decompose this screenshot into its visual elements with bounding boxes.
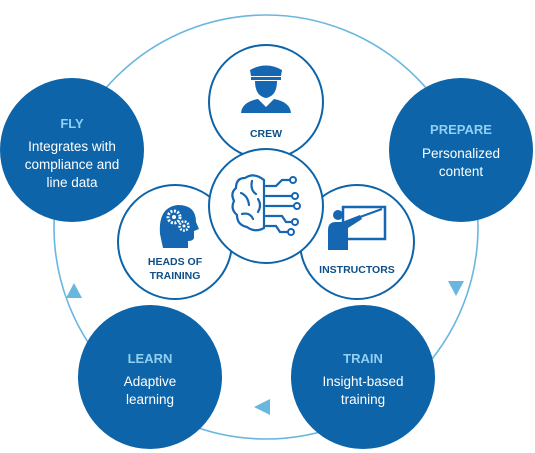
stage-fly: FLY Integrates with compliance and line …	[0, 78, 144, 222]
stage-train: TRAIN Insight-based training	[291, 305, 435, 449]
brain-circuit-icon	[231, 174, 296, 234]
ring-arrow-bottom	[254, 399, 270, 415]
brain-circuit-nodes	[287, 176, 301, 236]
stage-train-line-1: Insight-based	[322, 374, 403, 389]
stage-prepare: PREPARE Personalized content	[389, 78, 533, 222]
instructor-board-icon	[328, 205, 387, 250]
stage-fly-line-2: compliance and	[25, 157, 120, 172]
stage-train-line-2: training	[341, 392, 385, 407]
role-instructors-label: INSTRUCTORS	[319, 264, 395, 276]
role-heads-line-2: TRAINING	[150, 270, 201, 282]
stage-learn-line-1: Adaptive	[124, 374, 177, 389]
role-crew-circle	[208, 44, 324, 160]
stage-fly-line-1: Integrates with	[28, 139, 116, 154]
stage-prepare-title: PREPARE	[430, 122, 492, 137]
pilot-icon	[241, 65, 291, 113]
ring-arrow-right	[448, 281, 464, 296]
role-crew-label: CREW	[250, 128, 282, 140]
role-heads-line-1: HEADS OF	[148, 256, 203, 268]
stage-learn-circle	[78, 305, 222, 449]
stage-train-title: TRAIN	[343, 351, 383, 366]
stage-learn-line-2: learning	[126, 392, 174, 407]
stage-fly-title: FLY	[60, 116, 84, 131]
stage-train-circle	[291, 305, 435, 449]
stage-learn-title: LEARN	[128, 351, 173, 366]
stage-prepare-line-2: content	[439, 164, 484, 179]
role-instructors: INSTRUCTORS	[299, 184, 415, 300]
ring-arrow-left	[66, 283, 82, 298]
role-heads-of-training: HEADS OF TRAINING	[117, 184, 233, 300]
role-center	[208, 148, 324, 264]
head-gears-icon	[159, 205, 199, 248]
stage-prepare-circle	[389, 78, 533, 222]
stage-fly-line-3: line data	[46, 175, 98, 190]
stage-prepare-line-1: Personalized	[422, 146, 500, 161]
stage-fly-circle	[0, 78, 144, 222]
stage-learn: LEARN Adaptive learning	[78, 305, 222, 449]
role-crew: CREW	[208, 44, 324, 160]
cycle-ring	[53, 14, 479, 440]
